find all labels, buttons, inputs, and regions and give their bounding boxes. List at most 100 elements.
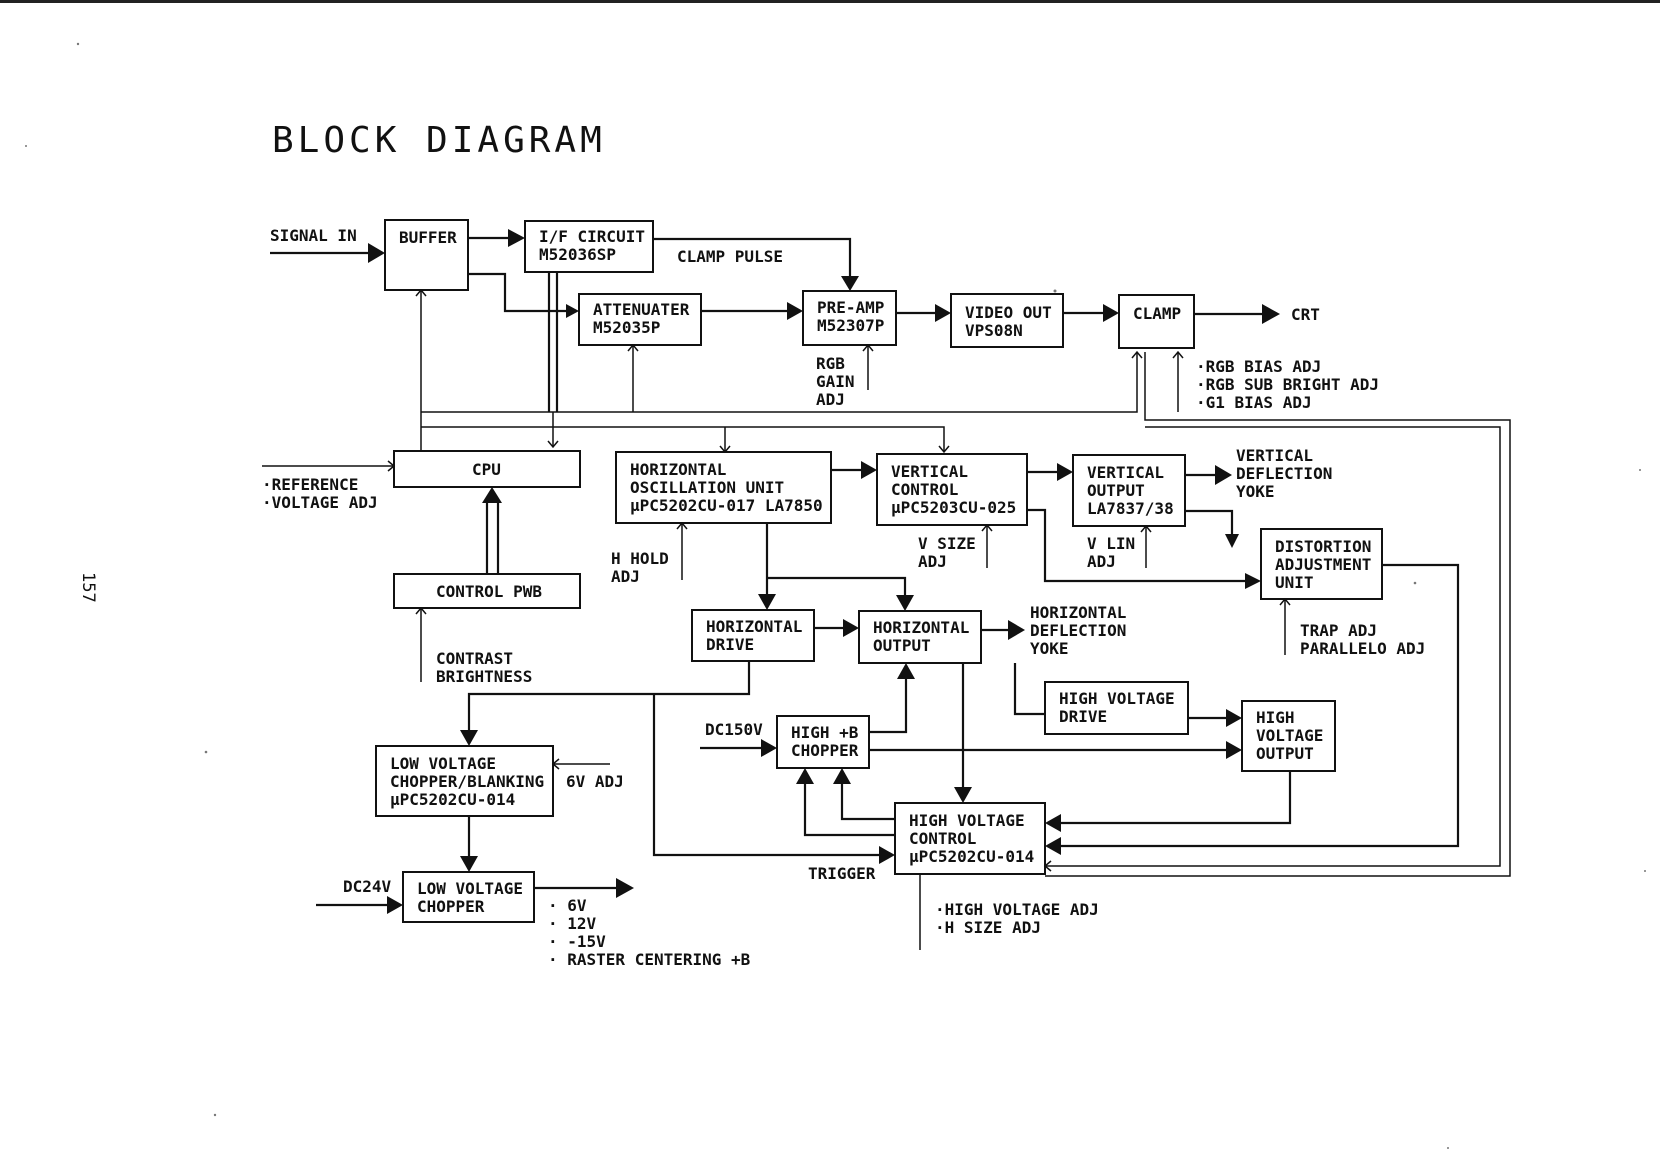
label-line: ·RGB SUB BRIGHT ADJ <box>1196 375 1379 394</box>
clamp-pulse-label: CLAMP PULSE <box>677 247 783 266</box>
label-line: VOLTAGE <box>1256 726 1323 745</box>
six-v-adj-label: 6V ADJ <box>566 772 624 791</box>
label-line: HIGH VOLTAGE <box>909 811 1025 830</box>
label-line: CLAMP PULSE <box>677 247 783 266</box>
label-line: DC150V <box>705 720 763 739</box>
label-line: CRT <box>1291 305 1320 324</box>
label-line: ADJ <box>816 390 845 409</box>
label-line: OSCILLATION UNIT <box>630 478 784 497</box>
label-line: CLAMP <box>1133 304 1181 323</box>
label-line: 6V ADJ <box>566 772 624 791</box>
label-line: VPS08N <box>965 321 1023 340</box>
crt-label: CRT <box>1291 305 1320 324</box>
label-line: ·HIGH VOLTAGE ADJ <box>935 900 1099 919</box>
block-label: CPU <box>472 460 501 479</box>
label-line: DC24V <box>343 877 392 896</box>
signal-wires <box>270 229 1460 914</box>
label-line: UNIT <box>1275 573 1314 592</box>
label-line: CHOPPER <box>791 741 859 760</box>
label-line: CPU <box>472 460 501 479</box>
label-line: µPC5203CU-025 <box>891 498 1016 517</box>
label-line: SIGNAL IN <box>270 226 357 245</box>
label-line: ADJ <box>918 552 947 571</box>
label-line: CHOPPER/BLANKING <box>390 772 544 791</box>
dc24v-label: DC24V <box>343 877 392 896</box>
block-label: BUFFER <box>399 228 457 247</box>
scan-noise <box>25 42 1646 1149</box>
label-line: ADJ <box>611 567 640 586</box>
label-line: YOKE <box>1030 639 1069 658</box>
label-line: DEFLECTION <box>1030 621 1126 640</box>
label-line: PARALLELO ADJ <box>1300 639 1425 658</box>
label-line: ADJUSTMENT <box>1275 555 1371 574</box>
label-line: LOW VOLTAGE <box>417 879 523 898</box>
label-line: CONTROL <box>909 829 976 848</box>
label-line: TRIGGER <box>808 864 876 883</box>
label-line: CONTROL PWB <box>436 582 542 601</box>
label-line: HIGH <box>1256 708 1295 727</box>
label-line: H HOLD <box>611 549 669 568</box>
label-line: ·REFERENCE <box>262 475 358 494</box>
label-line: ADJ <box>1087 552 1116 571</box>
block-cpu: CPU <box>393 450 581 488</box>
label-line: V SIZE <box>918 534 976 553</box>
label-line: DRIVE <box>706 635 754 654</box>
label-line: OUTPUT <box>1087 481 1145 500</box>
label-line: TRAP ADJ <box>1300 621 1377 640</box>
label-line: · -15V <box>548 932 606 951</box>
block-label: CLAMP <box>1133 304 1181 323</box>
label-line: VERTICAL <box>891 462 968 481</box>
control-wires <box>262 288 1511 950</box>
top-border-line <box>0 0 1660 3</box>
label-line: µPC5202CU-014 <box>390 790 515 809</box>
label-line: PRE-AMP <box>817 298 884 317</box>
label-line: YOKE <box>1236 482 1275 501</box>
block-clamp: CLAMP <box>1118 294 1195 349</box>
label-line: VERTICAL <box>1236 446 1313 465</box>
label-line: V LIN <box>1087 534 1135 553</box>
power-outputs-label: · 6V· 12V· -15V· RASTER CENTERING +B <box>548 896 751 969</box>
label-line: I/F CIRCUIT <box>539 227 645 246</box>
block-buffer: BUFFER <box>384 219 469 291</box>
dc150v-label: DC150V <box>705 720 763 739</box>
label-line: BRIGHTNESS <box>436 667 532 686</box>
label-line: · 12V <box>548 914 597 933</box>
label-line: ·RGB BIAS ADJ <box>1196 357 1321 376</box>
label-line: BUFFER <box>399 228 457 247</box>
label-line: M52035P <box>593 318 660 337</box>
label-line: ·H SIZE ADJ <box>935 918 1041 937</box>
label-line: ·G1 BIAS ADJ <box>1196 393 1312 412</box>
signal-in-label: SIGNAL IN <box>270 226 357 245</box>
